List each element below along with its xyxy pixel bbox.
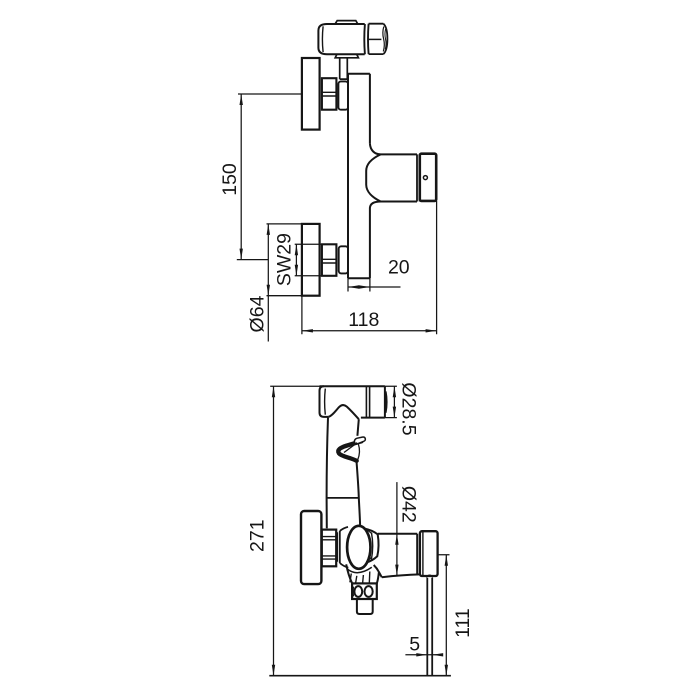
svg-text:271: 271: [247, 519, 269, 552]
svg-text:118: 118: [348, 309, 379, 331]
svg-text:150: 150: [219, 163, 241, 196]
svg-text:Ø42: Ø42: [398, 486, 420, 523]
svg-text:SW29: SW29: [274, 233, 296, 286]
svg-text:Ø28.5: Ø28.5: [398, 382, 420, 435]
svg-text:20: 20: [388, 257, 410, 279]
svg-text:111: 111: [452, 608, 474, 638]
svg-text:Ø64: Ø64: [247, 295, 269, 332]
svg-text:5: 5: [409, 633, 420, 655]
